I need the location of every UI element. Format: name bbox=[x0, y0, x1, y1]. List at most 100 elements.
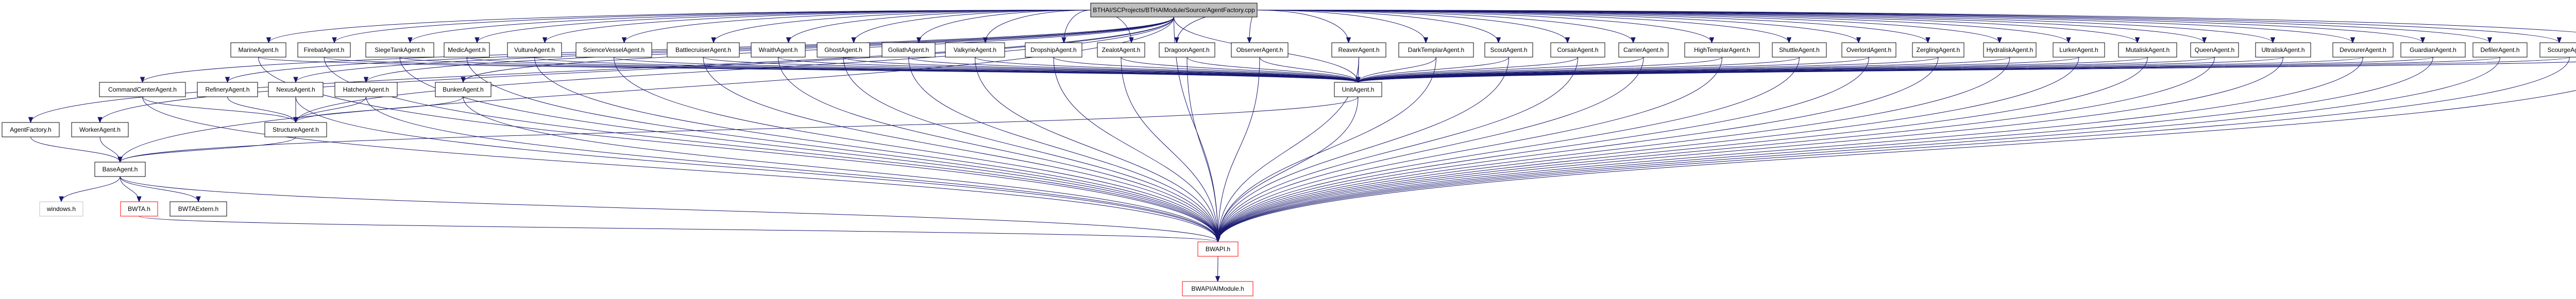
node-nexus-agent[interactable]: NexusAgent.h bbox=[268, 82, 324, 97]
node-label: LurkerAgent.h bbox=[2059, 46, 2098, 54]
node-base-agent[interactable]: BaseAgent.h bbox=[94, 162, 146, 177]
node-medic-agent[interactable]: MedicAgent.h bbox=[444, 42, 490, 58]
edge-line bbox=[1217, 57, 2500, 242]
node-zealot-agent[interactable]: ZealotAgent.h bbox=[1097, 42, 1145, 58]
node-reaver-agent[interactable]: ReaverAgent.h bbox=[1331, 42, 1386, 58]
node-observer-agent[interactable]: ObserverAgent.h bbox=[1231, 42, 1289, 58]
node-overlord-agent[interactable]: OverlordAgent.h bbox=[1841, 42, 1896, 58]
node-box bbox=[1983, 42, 2037, 58]
node-label: NexusAgent.h bbox=[276, 86, 315, 93]
node-label: GhostAgent.h bbox=[824, 46, 862, 54]
node-guardian-agent[interactable]: GuardianAgent.h bbox=[2400, 42, 2466, 58]
node-firebat-agent[interactable]: FirebatAgent.h bbox=[297, 42, 351, 58]
node-valkyrie-agent[interactable]: ValkyrieAgent.h bbox=[945, 42, 1005, 58]
node-label: BWAPI/AIModule.h bbox=[1191, 285, 1244, 292]
node-science-vessel-agent[interactable]: ScienceVesselAgent.h bbox=[575, 42, 652, 58]
edge-line bbox=[1217, 57, 1509, 242]
node-box bbox=[268, 82, 324, 97]
node-label: CarrierAgent.h bbox=[1623, 46, 1664, 54]
node-bwtaextern[interactable]: BWTAExtern.h bbox=[170, 201, 227, 217]
edge-line bbox=[1217, 57, 2570, 242]
edge-line bbox=[778, 57, 1359, 83]
arrowhead-icon bbox=[1174, 37, 1179, 44]
node-label: ShuttleAgent.h bbox=[1779, 46, 1820, 54]
edge-root-to-ghost-agent bbox=[851, 10, 1091, 44]
node-box bbox=[264, 122, 327, 137]
edge-line bbox=[1257, 10, 2273, 43]
node-box bbox=[94, 162, 146, 177]
node-carrier-agent[interactable]: CarrierAgent.h bbox=[1618, 42, 1669, 58]
node-label: CommandCenterAgent.h bbox=[108, 86, 177, 93]
arrowhead-icon bbox=[2134, 37, 2140, 44]
node-box bbox=[2400, 42, 2466, 58]
edge-line bbox=[614, 57, 1359, 83]
node-hatchery-agent[interactable]: HatcheryAgent.h bbox=[334, 82, 398, 97]
node-box bbox=[667, 42, 740, 58]
edge-line bbox=[463, 96, 1218, 242]
node-box bbox=[882, 42, 936, 58]
node-label: RefineryAgent.h bbox=[205, 86, 249, 93]
node-hydralisk-agent[interactable]: HydraliskAgent.h bbox=[1983, 42, 2037, 58]
arrowhead-icon bbox=[2556, 37, 2562, 44]
edge-root-to-valkyrie-agent bbox=[982, 10, 1091, 44]
edge-root-to-dark-templar-agent bbox=[1257, 10, 1429, 44]
node-lurker-agent[interactable]: LurkerAgent.h bbox=[2053, 42, 2105, 58]
node-unit-agent[interactable]: UnitAgent.h bbox=[1334, 82, 1382, 97]
node-defiler-agent[interactable]: DefilerAgent.h bbox=[2472, 42, 2528, 58]
edge-root-to-reaver-agent bbox=[1257, 10, 1351, 44]
node-label: BunkerAgent.h bbox=[443, 86, 483, 93]
edge-line bbox=[1358, 57, 1800, 83]
node-queen-agent[interactable]: QueenAgent.h bbox=[2190, 42, 2239, 58]
node-label: ObserverAgent.h bbox=[1236, 46, 1283, 54]
node-scourge-agent[interactable]: ScourgeAgent.h bbox=[2539, 42, 2576, 58]
edge-line bbox=[1358, 57, 1509, 83]
node-goliath-agent[interactable]: GoliathAgent.h bbox=[882, 42, 936, 58]
node-vulture-agent[interactable]: VultureAgent.h bbox=[507, 42, 562, 58]
node-scout-agent[interactable]: ScoutAgent.h bbox=[1484, 42, 1533, 58]
node-dragoon-agent[interactable]: DragoonAgent.h bbox=[1159, 42, 1215, 58]
arrowhead-icon bbox=[266, 37, 272, 44]
node-bunker-agent[interactable]: BunkerAgent.h bbox=[435, 82, 492, 97]
node-siege-tank-agent[interactable]: SiegeTankAgent.h bbox=[365, 42, 434, 58]
node-dropship-agent[interactable]: DropshipAgent.h bbox=[1025, 42, 1082, 58]
edge-line bbox=[1358, 61, 2576, 83]
arrowhead-icon bbox=[1061, 37, 1066, 44]
edge-command-center-agent-to-bwapi bbox=[142, 96, 1221, 243]
edge-infested-terran-agent-to-unit-agent bbox=[1355, 61, 2576, 83]
node-command-center-agent[interactable]: CommandCenterAgent.h bbox=[99, 82, 186, 97]
edge-line bbox=[139, 216, 1218, 242]
node-high-templar-agent[interactable]: HighTemplarAgent.h bbox=[1684, 42, 1760, 58]
node-devourer-agent[interactable]: DevourerAgent.h bbox=[2332, 42, 2394, 58]
node-box bbox=[1398, 42, 1474, 58]
node-ghost-agent[interactable]: GhostAgent.h bbox=[817, 42, 870, 58]
node-box bbox=[120, 201, 158, 217]
node-marine-agent[interactable]: MarineAgent.h bbox=[230, 42, 286, 58]
node-label: ReaverAgent.h bbox=[1338, 46, 1379, 54]
node-ultralisk-agent[interactable]: UltraliskAgent.h bbox=[2255, 42, 2311, 58]
edge-base-agent-to-bwta bbox=[120, 176, 142, 203]
node-label: DropshipAgent.h bbox=[1030, 46, 1076, 54]
node-worker-agent[interactable]: WorkerAgent.h bbox=[71, 122, 129, 137]
node-label: BWTAExtern.h bbox=[178, 205, 218, 213]
node-battlecruiser-agent[interactable]: BattlecruiserAgent.h bbox=[667, 42, 740, 58]
arrowhead-icon bbox=[293, 77, 298, 83]
node-corsair-agent[interactable]: CorsairAgent.h bbox=[1550, 42, 1605, 58]
edge-vulture-agent-to-bwapi bbox=[534, 57, 1221, 243]
node-mutalisk-agent[interactable]: MutaliskAgent.h bbox=[2118, 42, 2177, 58]
edge-overlord-agent-to-bwapi bbox=[1215, 57, 1869, 243]
node-refinery-agent[interactable]: RefineryAgent.h bbox=[197, 82, 258, 97]
node-label: ScienceVesselAgent.h bbox=[583, 46, 645, 54]
node-box bbox=[365, 42, 434, 58]
node-dark-templar-agent[interactable]: DarkTemplarAgent.h bbox=[1398, 42, 1474, 58]
edge-scourge-agent-to-bwapi bbox=[1215, 57, 2570, 243]
edge-root-to-guardian-agent bbox=[1257, 10, 2426, 44]
node-box bbox=[170, 201, 227, 217]
node-wraith-agent[interactable]: WraithAgent.h bbox=[751, 42, 806, 58]
node-agent-factory[interactable]: AgentFactory.h bbox=[2, 122, 60, 137]
edge-line bbox=[1358, 57, 1436, 83]
edge-line bbox=[778, 57, 1218, 242]
node-structure-agent[interactable]: StructureAgent.h bbox=[264, 122, 327, 137]
node-label: BWAPI.h bbox=[1206, 245, 1230, 253]
node-zergling-agent[interactable]: ZerglingAgent.h bbox=[1912, 42, 1964, 58]
node-shuttle-agent[interactable]: ShuttleAgent.h bbox=[1772, 42, 1827, 58]
